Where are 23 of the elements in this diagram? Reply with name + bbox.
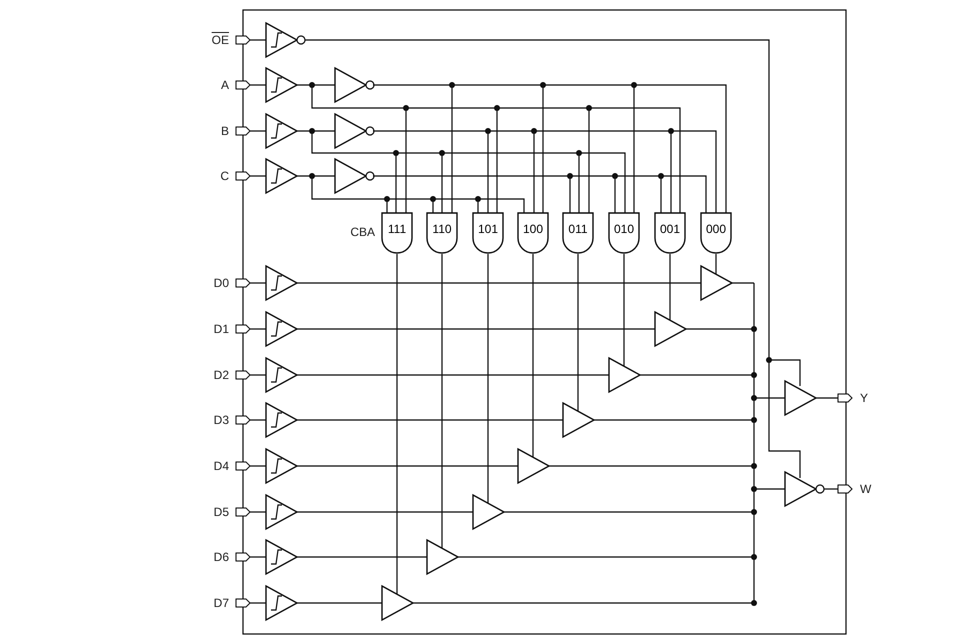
and-gate: 100: [517, 212, 549, 254]
and-gate: 110: [426, 212, 458, 254]
pin-label: B: [220, 124, 229, 138]
pin-label: W: [860, 482, 872, 496]
pin-label: D4: [214, 459, 229, 473]
pin-label: C: [220, 169, 229, 183]
pin-label: Y: [860, 391, 868, 405]
and-gate: 000: [700, 212, 732, 254]
pin-label: A: [220, 78, 229, 92]
pin-label: D1: [214, 322, 229, 336]
pin-label: D6: [214, 550, 229, 564]
pin-label: D2: [214, 368, 229, 382]
pin-label: D3: [214, 413, 229, 427]
pin-label: OE: [212, 33, 229, 47]
pin-label: D7: [214, 596, 229, 610]
and-gate: 101: [472, 212, 504, 254]
pin-label: D5: [214, 505, 229, 519]
and-gate: 010: [608, 212, 640, 254]
and-gate: 111: [381, 212, 413, 254]
column-heading: CBA: [350, 225, 375, 239]
and-gate: 011: [562, 212, 594, 254]
and-gate: 001: [654, 212, 686, 254]
pin-label: D0: [214, 276, 229, 290]
